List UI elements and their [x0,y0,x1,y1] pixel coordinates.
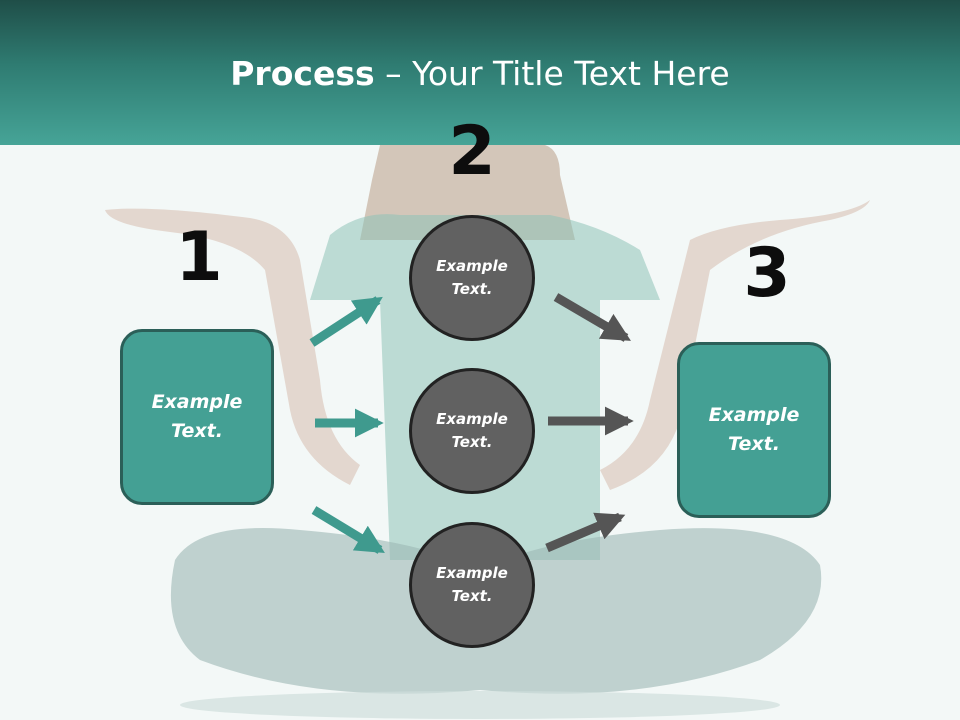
left-box-line-1: Example [151,391,243,413]
right-box-line-1: Example [708,404,800,426]
step-number-1: 1 [175,218,223,297]
circle-middle[interactable]: Example Text. [409,368,535,494]
circle-bottom-line-1: Example [436,564,508,582]
title-banner: Process – Your Title Text Here [0,0,960,145]
left-box-line-2: Text. [171,420,223,442]
arrow-left-to-top [309,296,383,347]
circle-bottom-line-2: Text. [451,587,493,605]
right-text-box[interactable]: Example Text. [677,342,831,518]
step-number-3: 3 [743,234,791,313]
circle-bottom[interactable]: Example Text. [409,522,535,648]
title-rest: – Your Title Text Here [374,54,730,93]
slide-title: Process – Your Title Text Here [0,52,960,96]
step-number-2: 2 [448,112,496,191]
circle-top-line-1: Example [436,257,508,275]
circle-middle-line-1: Example [436,410,508,428]
circle-top-line-2: Text. [451,280,493,298]
right-box-line-2: Text. [728,433,780,455]
arrow-bottom-to-right [545,512,626,553]
arrow-top-to-right [553,293,631,342]
circle-top[interactable]: Example Text. [409,215,535,341]
circle-middle-line-2: Text. [451,433,493,451]
left-text-box[interactable]: Example Text. [120,329,274,505]
arrow-left-to-bottom [311,506,385,554]
title-bold-word: Process [230,54,375,93]
